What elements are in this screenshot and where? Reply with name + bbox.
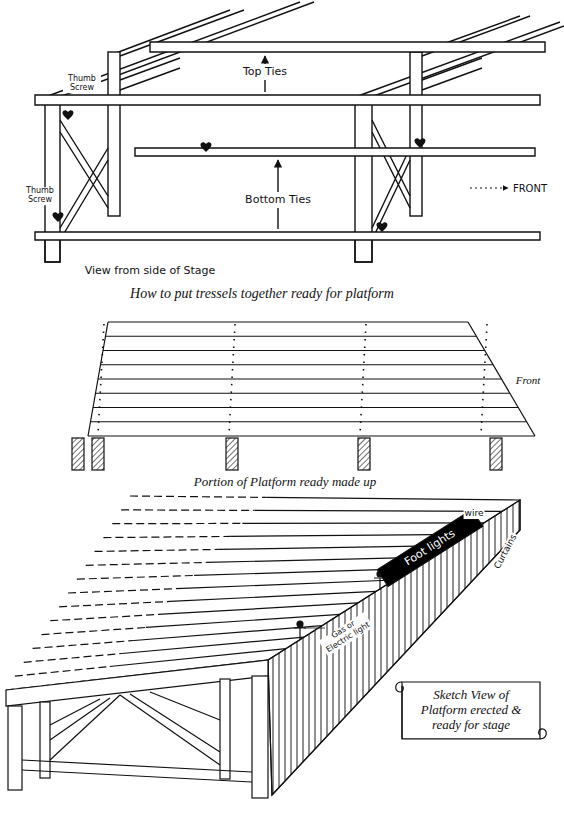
plank-line	[15, 666, 110, 676]
plank-line	[112, 523, 242, 524]
erected-platform	[6, 496, 520, 798]
nail-row	[229, 324, 235, 434]
thumb-screw-symbol	[53, 110, 426, 232]
plank-line	[108, 321, 468, 322]
scroll-caption: Sketch View of Platform erected & ready …	[392, 678, 550, 743]
plank-line	[24, 653, 122, 662]
plank-line	[41, 627, 146, 634]
figure-caption: How to put tressels together ready for p…	[130, 286, 394, 301]
plank-line	[98, 378, 502, 379]
plank-line	[146, 614, 340, 627]
part-label: Top Ties	[243, 66, 287, 78]
platform-section	[72, 322, 535, 470]
part-label: Thumb Screw	[63, 75, 101, 93]
plank-line	[122, 637, 304, 653]
plank-line	[101, 364, 494, 365]
plank-end	[88, 322, 108, 436]
plank-line	[182, 580, 394, 588]
plank-line	[121, 509, 254, 511]
plank-line	[267, 497, 521, 500]
figure-caption: Portion of Platform ready made up	[194, 475, 377, 489]
plank-line	[50, 614, 158, 620]
plank-line	[88, 435, 535, 436]
plank-line	[59, 601, 170, 606]
plank-line	[33, 640, 134, 648]
plank-line	[68, 588, 182, 593]
plank-line	[130, 496, 267, 497]
plank-line	[93, 407, 518, 408]
direction-label: FRONT	[513, 183, 547, 194]
view-caption: View from side of Stage	[85, 265, 216, 277]
part-label: Thumb Screw	[21, 187, 59, 205]
scroll-text: Sketch View of Platform erected & ready …	[392, 678, 550, 743]
part-label: wire	[464, 509, 485, 519]
plank-line	[103, 536, 230, 537]
plank-line	[95, 549, 219, 551]
nail-row	[360, 324, 366, 434]
direction-label: Front	[516, 374, 541, 386]
plank-line	[106, 336, 477, 337]
trestle-view	[35, 2, 564, 262]
part-label: Bottom Ties	[245, 194, 311, 206]
plank-line	[170, 591, 376, 601]
plank-line	[77, 575, 194, 579]
plank-line	[103, 350, 485, 351]
plank-line	[86, 562, 206, 565]
plank-line	[158, 603, 358, 615]
plank-line	[96, 393, 510, 394]
plank-line	[242, 522, 484, 524]
nail-row	[481, 324, 487, 434]
plank-line	[91, 421, 527, 422]
nail-row	[98, 324, 104, 434]
